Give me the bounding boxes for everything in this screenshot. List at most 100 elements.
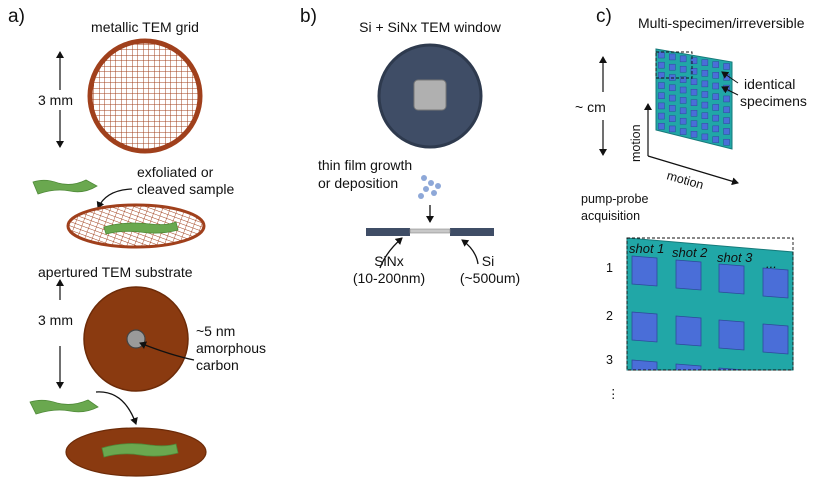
specimen-square: [669, 84, 676, 92]
flake-on-grid: [103, 221, 179, 235]
apertured-substrate: [83, 286, 189, 392]
specimen-square: [701, 101, 709, 109]
specimen-square: [679, 117, 687, 125]
si-label-2: (~500um): [460, 270, 520, 286]
specimen-square-zoom: [718, 263, 745, 295]
specimen-square: [701, 91, 709, 98]
specimen-square: [712, 104, 719, 111]
specimen-square: [679, 65, 687, 73]
flake-sample-bottom: [29, 399, 99, 415]
specimen-square: [690, 110, 698, 117]
specimen-square: [679, 97, 687, 104]
sample-label-1: exfoliated or: [137, 164, 214, 180]
sinx-label-2: (10-200nm): [353, 270, 425, 286]
specimen-square: [690, 89, 698, 96]
zoom-region-box: [655, 51, 693, 79]
sinx-label-1: SiNx: [374, 253, 404, 269]
si-arrow: [461, 239, 479, 265]
specimen-square: [690, 68, 698, 75]
specimen-square: [723, 106, 730, 114]
carbon-arrow: [139, 341, 195, 361]
specimen-square: [701, 59, 709, 66]
specimen-square: [690, 99, 698, 106]
motion-label-vertical: motion: [629, 124, 643, 162]
specimen-square: [679, 128, 687, 135]
specimen-square: [712, 136, 719, 143]
si-right: [450, 228, 494, 236]
si-label-1: Si: [482, 253, 494, 269]
specimen-square: [679, 107, 687, 115]
window-title: Si + SiNx TEM window: [359, 19, 502, 35]
multi-title: Multi-specimen/irreversible: [638, 15, 805, 31]
carbon-label-3: carbon: [196, 357, 239, 373]
sinx-window-chip: [377, 43, 483, 149]
carbon-label-1: ~5 nm: [196, 323, 235, 339]
specimen-square: [712, 61, 719, 68]
shot-label-more: ...: [766, 256, 777, 271]
identical-arrow-2: [721, 86, 739, 96]
specimen-square: [701, 133, 709, 141]
specimen-square: [669, 53, 676, 61]
tem-grid-flat: [66, 203, 206, 249]
specimen-square: [701, 70, 709, 77]
zoom-frame: [626, 237, 794, 371]
specimen-square-zoom: [675, 315, 702, 347]
specimen-square: [658, 61, 665, 69]
specimen-square: [690, 57, 698, 64]
tem-grid: [87, 38, 203, 154]
specimen-square: [723, 117, 730, 124]
pump-probe-label-1: pump-probe: [581, 192, 648, 206]
deposition-droplets: [418, 175, 441, 199]
specimen-square: [712, 93, 719, 100]
specimen-square: [679, 76, 687, 83]
specimen-square: [658, 72, 665, 79]
growth-label-1: thin film growth: [318, 157, 412, 173]
shot-label-1: shot 1: [629, 241, 664, 256]
identical-label-1: identical: [744, 76, 795, 92]
specimen-square: [669, 63, 676, 71]
specimen-square: [690, 120, 698, 127]
specimen-square: [701, 123, 709, 130]
specimen-square-zoom: [675, 363, 702, 370]
row-label-1: 1: [606, 261, 613, 275]
specimen-square: [723, 63, 730, 70]
specimen-square: [658, 51, 665, 59]
si-left: [366, 228, 410, 236]
specimen-square: [669, 105, 676, 112]
specimen-square: [658, 102, 665, 110]
specimen-square-zoom: [762, 267, 789, 299]
flake-on-substrate: [101, 443, 179, 458]
specimen-square-zoom: [631, 359, 658, 370]
growth-label-2: or deposition: [318, 175, 398, 191]
pump-probe-label-2: acquisition: [581, 209, 640, 223]
sample-label-2: cleaved sample: [137, 181, 234, 197]
specimen-square: [658, 82, 665, 89]
specimen-square: [712, 82, 719, 90]
specimen-square: [690, 131, 698, 138]
specimen-square: [723, 128, 730, 135]
panel-c-letter: c): [596, 6, 612, 27]
sinx-membrane: [413, 79, 447, 111]
sample-arrow-2: [95, 391, 138, 425]
specimen-square-zoom: [718, 367, 745, 370]
specimen-square: [701, 80, 709, 88]
specimen-square: [669, 94, 676, 102]
carbon-label-2: amorphous: [196, 340, 266, 356]
row-label-more: ⋮: [607, 387, 620, 401]
specimen-square-zoom: [675, 259, 702, 291]
sinx-arrow: [379, 237, 403, 269]
specimen-square: [690, 78, 698, 85]
specimen-square: [658, 123, 665, 130]
specimen-square: [669, 74, 676, 81]
carbon-aperture: [126, 329, 146, 349]
specimen-square: [669, 125, 676, 133]
motion-arrow-horizontal: [647, 155, 739, 186]
specimen-square-zoom: [718, 319, 745, 351]
row-label-3: 3: [606, 353, 613, 367]
specimen-square: [723, 95, 730, 103]
specimen-square-zoom: [762, 323, 789, 355]
specimen-square: [679, 86, 687, 94]
identical-arrow-1: [721, 71, 739, 84]
specimen-square: [658, 92, 665, 99]
